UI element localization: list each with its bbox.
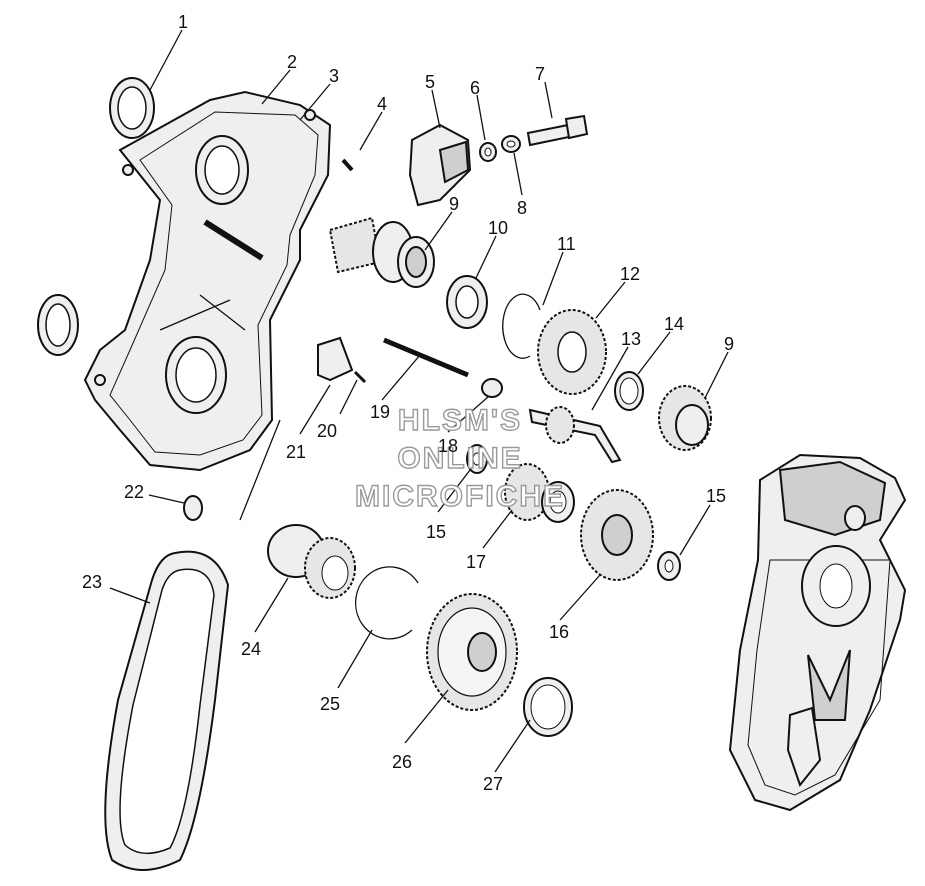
part-washer bbox=[501, 135, 521, 153]
part-ring-14 bbox=[614, 371, 644, 411]
callout-21: 21 bbox=[286, 442, 306, 462]
callout-22: 22 bbox=[124, 482, 144, 502]
callout-27: 27 bbox=[483, 774, 503, 794]
part-plug bbox=[183, 495, 203, 521]
callout-19: 19 bbox=[370, 402, 390, 422]
part-washer-15a bbox=[466, 444, 488, 474]
part-gear-12 bbox=[537, 309, 607, 395]
part-nut bbox=[479, 142, 497, 162]
callout-23: 23 bbox=[82, 572, 102, 592]
part-gear-9 bbox=[658, 385, 712, 451]
callout-12: 12 bbox=[620, 264, 640, 284]
part-pin bbox=[341, 158, 354, 172]
part-gear-17 bbox=[504, 463, 575, 523]
callout-24: 24 bbox=[241, 639, 261, 659]
callout-14: 14 bbox=[664, 314, 684, 334]
callout-18: 18 bbox=[438, 436, 458, 456]
part-washer-15b bbox=[657, 551, 681, 581]
part-ring-27 bbox=[523, 677, 573, 737]
callout-26: 26 bbox=[392, 752, 412, 772]
callout-9a: 9 bbox=[449, 194, 459, 214]
part-shift-fork bbox=[528, 406, 622, 464]
leader-lines bbox=[109, 29, 729, 773]
part-gear-26 bbox=[426, 593, 518, 711]
callout-15b: 15 bbox=[706, 486, 726, 506]
callout-4: 4 bbox=[377, 94, 387, 114]
watermark-line-1: HLSM'S bbox=[398, 404, 522, 437]
callout-16: 16 bbox=[549, 622, 569, 642]
part-screw bbox=[353, 370, 367, 384]
callouts: 1 2 3 4 5 6 7 8 9 10 11 12 13 14 9 15 16… bbox=[82, 12, 734, 794]
callout-3: 3 bbox=[329, 66, 339, 86]
part-drive-belt bbox=[104, 550, 230, 871]
part-plate bbox=[317, 336, 354, 382]
callout-2: 2 bbox=[287, 52, 297, 72]
part-tensioner-block bbox=[408, 123, 472, 207]
callout-9b: 9 bbox=[724, 334, 734, 354]
callout-15a: 15 bbox=[426, 522, 446, 542]
part-snap-ring-25 bbox=[355, 566, 419, 640]
watermark: HLSM'S ONLINE MICROFICHE bbox=[354, 403, 565, 513]
callout-7: 7 bbox=[535, 64, 545, 84]
part-cover-assembly bbox=[728, 453, 907, 812]
part-shift-rod bbox=[383, 337, 469, 378]
callout-5: 5 bbox=[425, 72, 435, 92]
part-bolt bbox=[526, 114, 589, 147]
part-hub bbox=[267, 524, 356, 599]
callout-20: 20 bbox=[317, 421, 337, 441]
part-bearing bbox=[446, 275, 488, 329]
callout-10: 10 bbox=[488, 218, 508, 238]
part-main-case bbox=[83, 90, 332, 472]
part-seal-top bbox=[109, 77, 155, 139]
watermark-line-3: MICROFICHE bbox=[355, 480, 565, 513]
part-detent bbox=[481, 378, 503, 398]
callout-11: 11 bbox=[557, 234, 576, 254]
callout-17: 17 bbox=[466, 552, 486, 572]
callout-8: 8 bbox=[517, 198, 527, 218]
callout-25: 25 bbox=[320, 694, 340, 714]
watermark-line-2: ONLINE bbox=[397, 442, 522, 475]
callout-6: 6 bbox=[470, 78, 480, 98]
part-snap-ring-11 bbox=[502, 293, 541, 359]
callout-13: 13 bbox=[621, 329, 641, 349]
part-spline-shaft bbox=[328, 216, 435, 288]
callout-1: 1 bbox=[178, 12, 188, 32]
part-gear-16 bbox=[580, 489, 654, 581]
part-seal-left bbox=[37, 294, 79, 356]
